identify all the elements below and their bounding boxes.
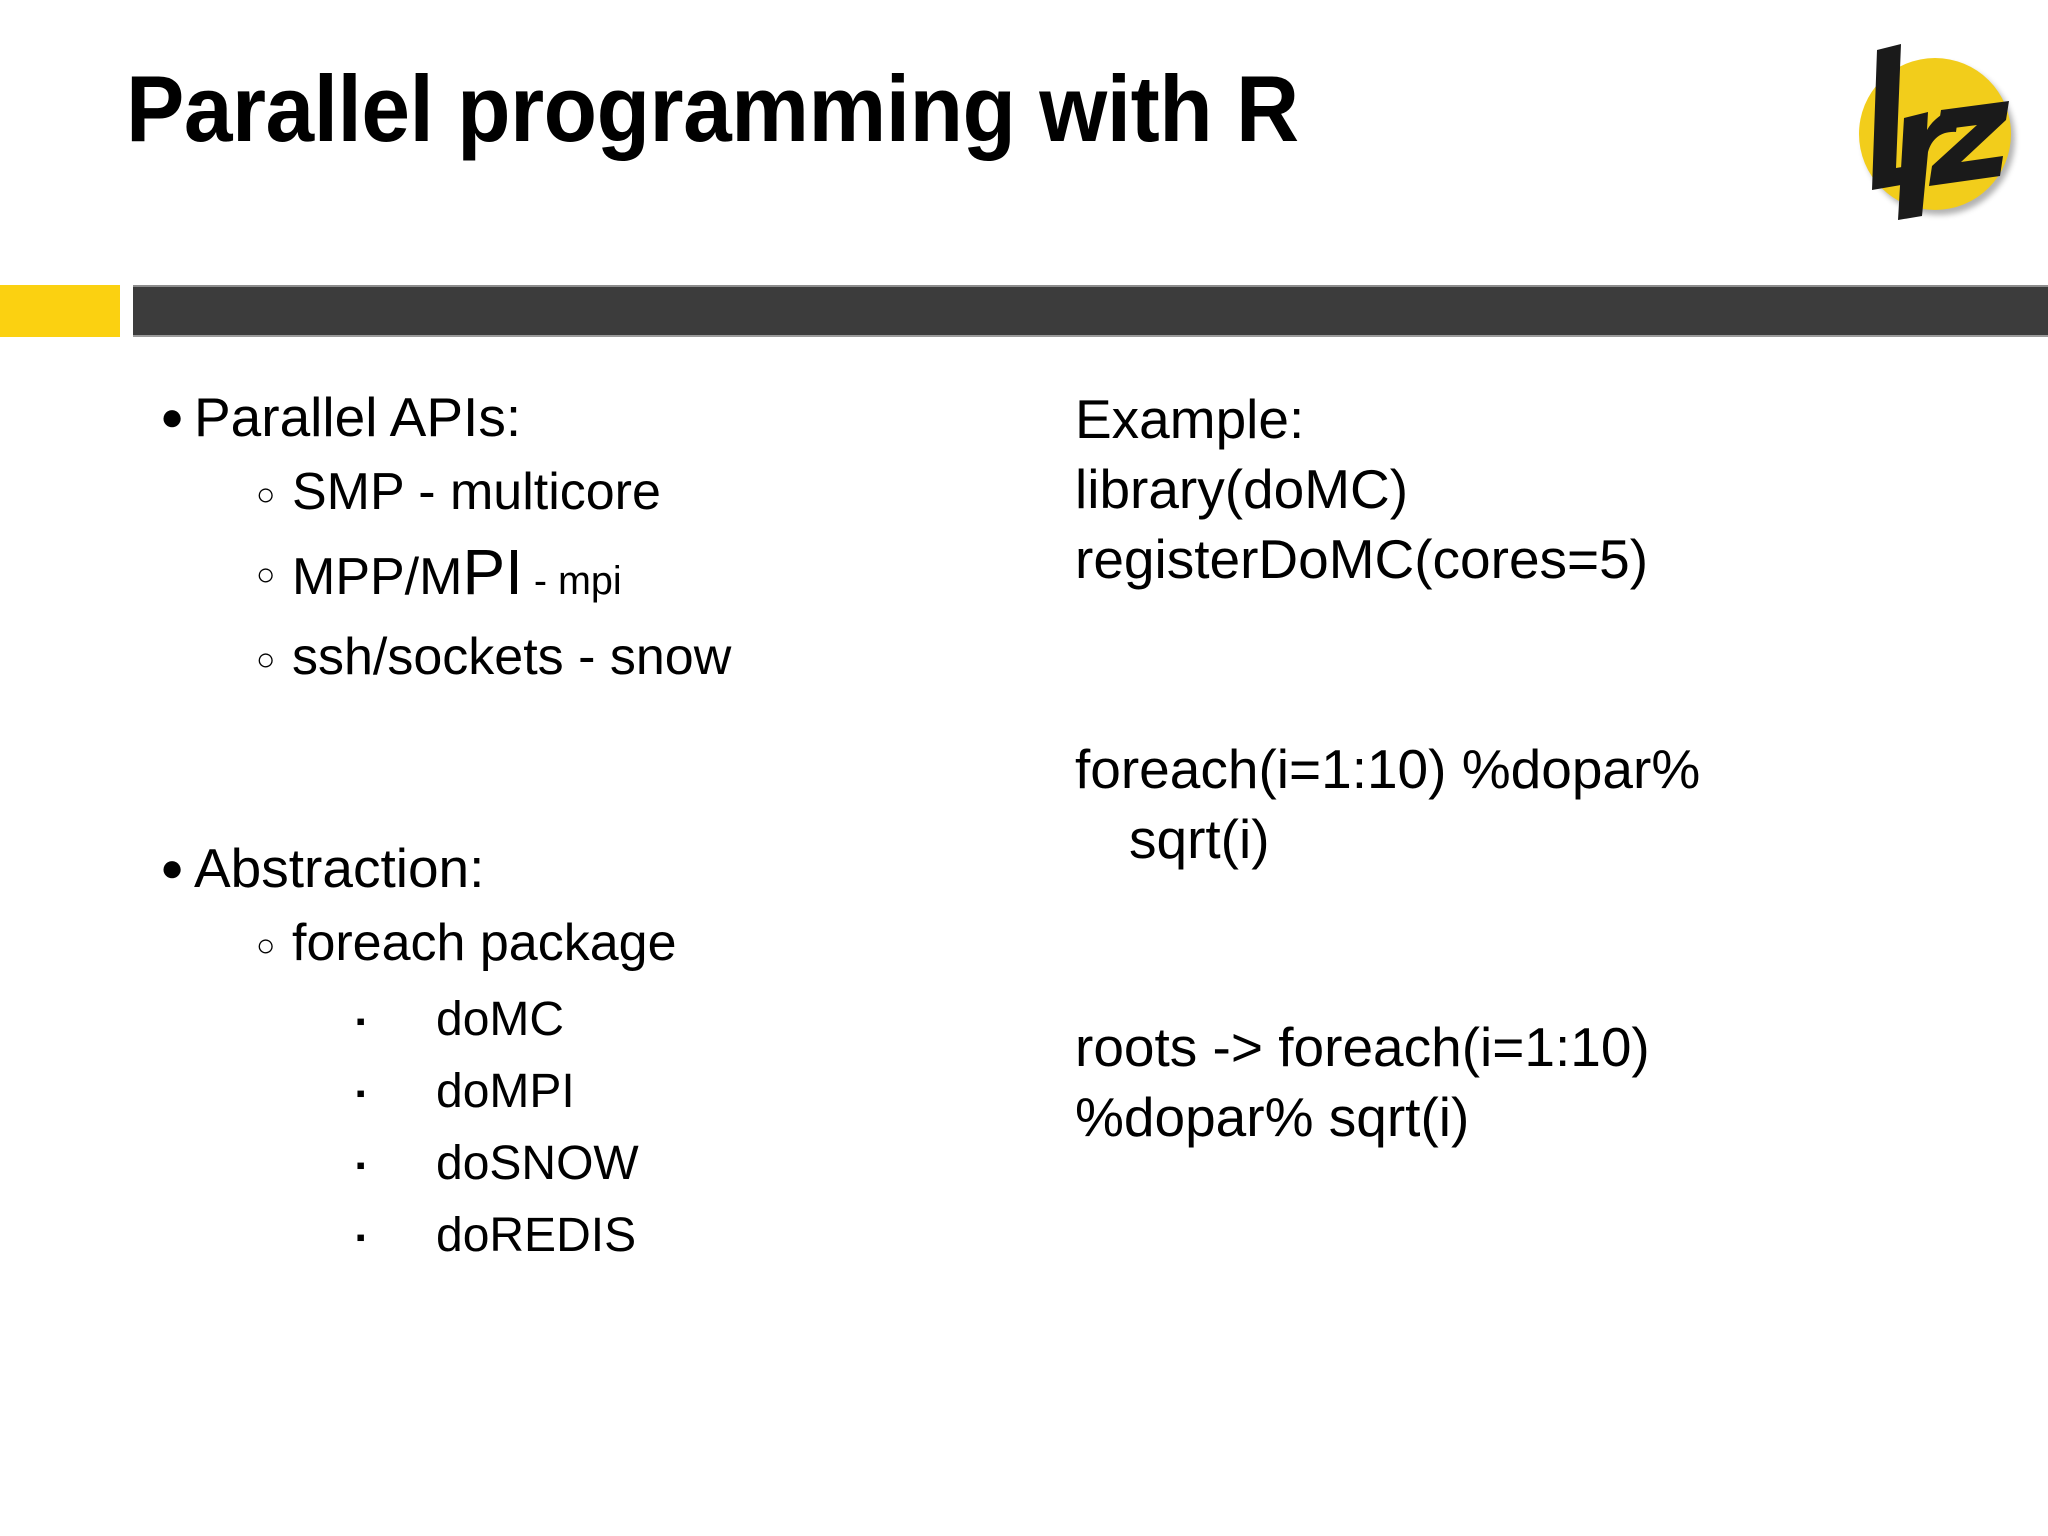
bullet-parallel-apis: ● Parallel APIs:	[160, 384, 1000, 450]
content-spacer	[1075, 594, 1955, 734]
code-line-foreach: foreach(i=1:10) %dopar%	[1075, 738, 1701, 800]
bullet-label: MPP/MPI - mpi	[292, 534, 622, 619]
mpi-suffix-text: - mpi	[522, 559, 622, 603]
bullet-dosnow: ▪ doSNOW	[160, 1129, 1000, 1201]
bullet-label: foreach package	[292, 914, 677, 972]
bullet-domc: ▪ doMC	[160, 985, 1000, 1057]
code-line-dopar-sqrt: %dopar% sqrt(i)	[1075, 1086, 1470, 1148]
filled-round-bullet-icon: ●	[160, 846, 185, 890]
code-line-library: library(doMC)	[1075, 458, 1409, 520]
bullet-doredis: ▪ doREDIS	[160, 1201, 1000, 1273]
content-spacer	[1075, 874, 1955, 1012]
lrz-wordmark-icon	[1872, 44, 2009, 220]
page-title: Parallel programming with R	[126, 56, 1299, 161]
left-content-column: ● Parallel APIs: ○ SMP - multicore ○ MPP…	[160, 384, 1000, 1273]
bullet-label: Abstraction:	[194, 837, 485, 899]
bullet-label: doREDIS	[436, 1209, 637, 1262]
bullet-label: SMP - multicore	[292, 463, 661, 521]
band-accent-block	[0, 285, 120, 337]
hollow-round-bullet-icon: ○	[256, 641, 276, 677]
filled-square-bullet-icon: ▪	[356, 1150, 366, 1180]
bullet-label: doSNOW	[436, 1137, 639, 1190]
bullet-mpp-mpi: ○ MPP/MPI - mpi	[160, 534, 1000, 619]
content-spacer	[160, 699, 1000, 835]
bullet-foreach-package: ○ foreach package	[160, 905, 1000, 985]
bullet-label: Parallel APIs:	[194, 386, 522, 448]
bullet-smp-multicore: ○ SMP - multicore	[160, 454, 1000, 534]
band-divider-bar	[133, 285, 2048, 337]
mpi-pi-text: PI	[462, 536, 523, 608]
bullet-label: doMC	[436, 993, 565, 1046]
code-line-sqrt: sqrt(i)	[1129, 808, 1270, 870]
filled-square-bullet-icon: ▪	[356, 1006, 366, 1036]
bullet-ssh-sockets-snow: ○ ssh/sockets - snow	[160, 619, 1000, 699]
code-line-roots: roots -> foreach(i=1:10)	[1075, 1016, 1650, 1078]
filled-round-bullet-icon: ●	[160, 395, 185, 439]
mpp-prefix-text: MPP/M	[292, 548, 463, 606]
bullet-abstraction: ● Abstraction:	[160, 835, 1000, 901]
bullet-dompi: ▪ doMPI	[160, 1057, 1000, 1129]
bullet-label: ssh/sockets - snow	[292, 628, 732, 686]
filled-square-bullet-icon: ▪	[356, 1078, 366, 1108]
hollow-round-bullet-icon: ○	[256, 556, 276, 592]
bullet-label: doMPI	[436, 1065, 575, 1118]
filled-square-bullet-icon: ▪	[356, 1222, 366, 1252]
code-line-register: registerDoMC(cores=5)	[1075, 528, 1649, 590]
hollow-round-bullet-icon: ○	[256, 476, 276, 512]
right-content-column: Example: library(doMC) registerDoMC(core…	[1075, 384, 1955, 1152]
lrz-logo	[1846, 30, 2031, 220]
example-heading: Example:	[1075, 388, 1305, 450]
hollow-round-bullet-icon: ○	[256, 927, 276, 963]
